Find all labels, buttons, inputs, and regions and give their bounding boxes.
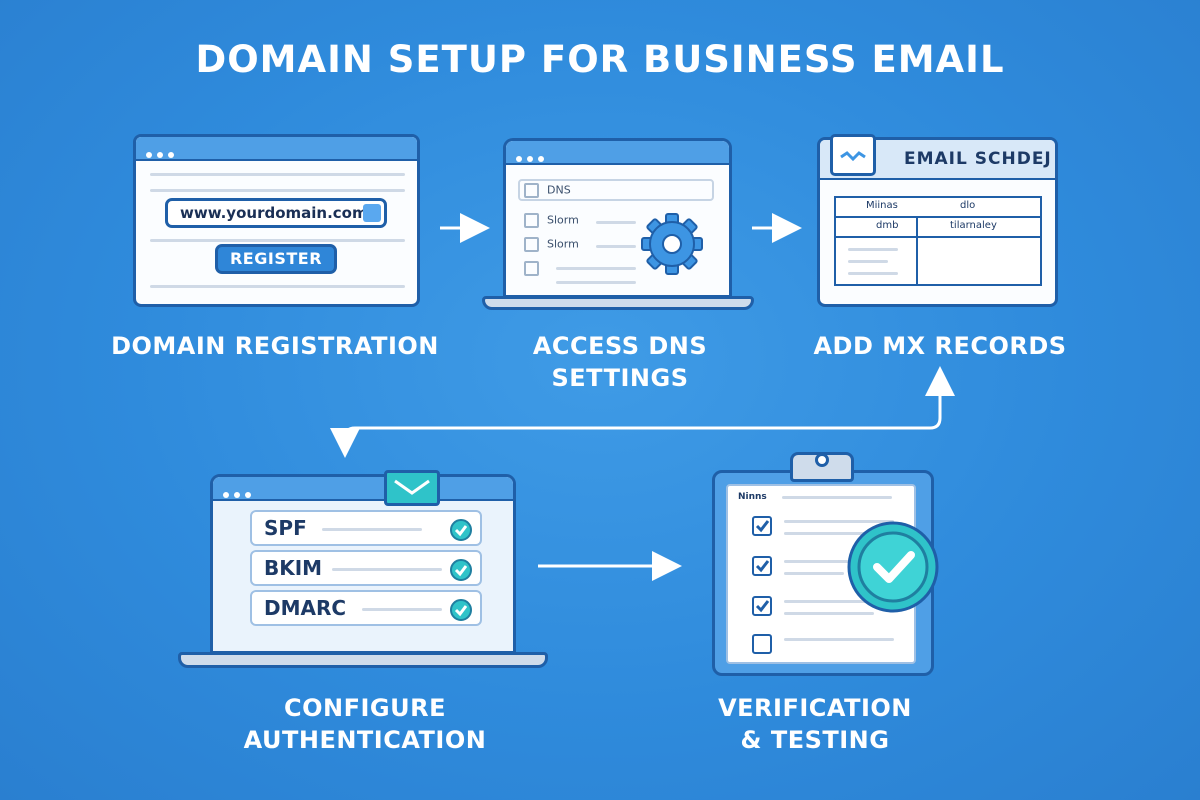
mx-header: EMAIL SCHDEJ: [904, 149, 1052, 169]
mx-table: Miinas dlo dmb tilarnaley: [834, 196, 1042, 286]
dns-row-4: [524, 261, 547, 276]
step-label-mx: ADD MX RECORDS: [813, 332, 1067, 360]
window-titlebar: [506, 141, 729, 165]
auth-laptop-base: [178, 652, 548, 668]
checkbox-checked: [752, 516, 772, 536]
arrow-3-to-4: [330, 378, 942, 458]
auth-record-bkim: BKIM: [264, 556, 323, 580]
checkmark-icon: [450, 599, 472, 621]
checkbox-checked: [752, 556, 772, 576]
dns-row-2: Slorm: [524, 213, 579, 228]
mx-col1: Miinas: [866, 200, 898, 211]
domain-input-value: www.yourdomain.com: [180, 204, 368, 222]
checkmark-icon: [450, 519, 472, 541]
checkmark-icon: [847, 521, 939, 613]
step-label-registration: DOMAIN REGISTRATION: [111, 332, 439, 360]
auth-row-bkim: BKIM: [250, 550, 482, 586]
window-titlebar: [136, 137, 417, 161]
step-label-auth: CONFIGURE AUTHENTICATION: [243, 694, 487, 754]
mx-row2: tilarnaley: [950, 220, 997, 231]
checkmark-icon: [450, 559, 472, 581]
auth-row-spf: SPF: [250, 510, 482, 546]
auth-record-dmarc: DMARC: [264, 596, 347, 620]
envelope-icon: [384, 470, 440, 506]
auth-row-dmarc: DMARC: [250, 590, 482, 626]
flag-icon: [363, 204, 381, 222]
page-title: DOMAIN SETUP FOR BUSINESS EMAIL: [195, 38, 1005, 81]
dns-row-3: Slorm: [524, 237, 579, 252]
auth-record-spf: SPF: [264, 516, 307, 540]
envelope-icon: [830, 134, 876, 176]
dns-row-1: DNS: [524, 183, 571, 198]
register-button[interactable]: REGISTER: [215, 244, 337, 274]
domain-input[interactable]: www.yourdomain.com: [165, 198, 387, 228]
window-titlebar: [213, 477, 513, 501]
mx-col2: dlo: [960, 200, 976, 211]
step-label-verify: VERIFICATION & TESTING: [718, 694, 912, 754]
mx-row1: dmb: [876, 220, 899, 231]
checkbox-unchecked: [752, 634, 772, 654]
dns-laptop-base: [482, 296, 754, 310]
clipboard-clip: [790, 452, 854, 482]
checkbox-checked: [752, 596, 772, 616]
gear-icon: [641, 213, 703, 275]
step-label-dns: ACCESS DNS SETTINGS: [532, 332, 708, 392]
dns-laptop-screen: DNS Slorm Slorm: [503, 138, 732, 298]
clipboard-header: Ninns: [738, 492, 767, 502]
